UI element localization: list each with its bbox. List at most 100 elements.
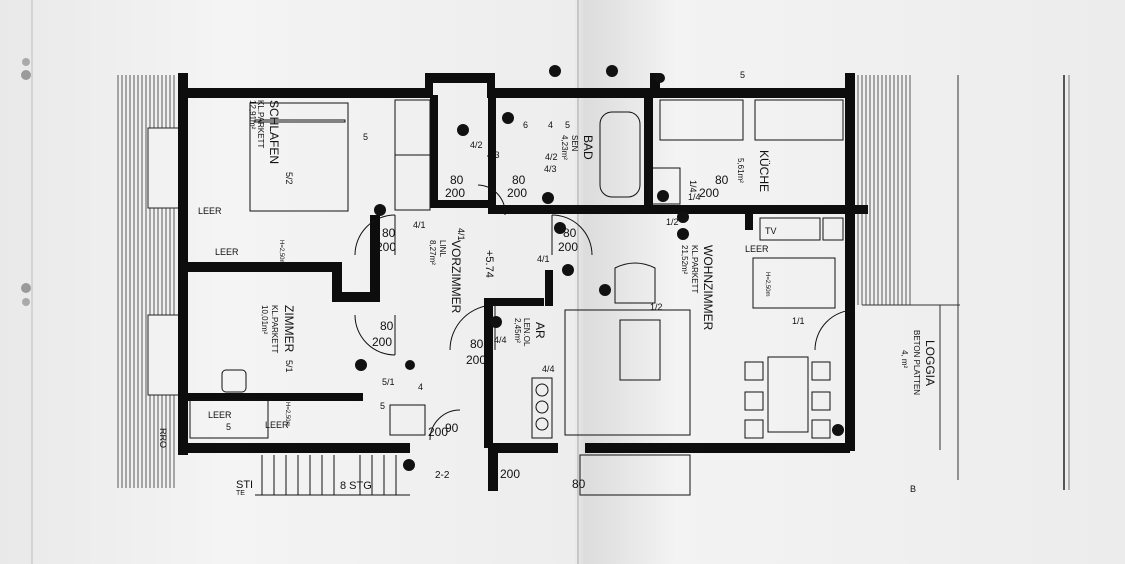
stairs-lower <box>579 454 691 496</box>
right-roof-hatch <box>857 75 911 305</box>
binder-hole <box>21 70 31 80</box>
misc-labels: +5.74 8 STG STI TE 2-2 B RRO LEER LEER L… <box>158 206 916 497</box>
room-floor-loggia: BETON PLATTEN <box>912 330 921 395</box>
room-area-schlafen: 12,91m² <box>248 100 257 130</box>
room-floor-schlafen: KL.PARKETT <box>256 100 265 148</box>
room-name-schlafen: SCHLAFEN <box>267 100 281 164</box>
code-label: 1/1 <box>792 316 805 326</box>
double-bed <box>249 102 349 212</box>
code-label: 4 <box>548 120 553 130</box>
door-width: 80 <box>380 319 394 333</box>
code-label: 5 <box>363 132 368 142</box>
door-code-kueche: 1/4 <box>688 180 698 193</box>
coffee-table <box>619 319 661 381</box>
tv-unit <box>759 217 821 241</box>
code-label: 4/2 <box>545 152 558 162</box>
binder-hole <box>22 298 30 306</box>
dining-table <box>767 356 809 433</box>
door-height: 200 <box>507 186 527 200</box>
ceiling-height-label: H=2,50m <box>278 240 284 265</box>
door-width: 90 <box>445 421 459 435</box>
room-floor-vorzimmer: LINL <box>438 240 447 257</box>
binder-hole <box>22 58 30 66</box>
armchair <box>614 262 656 304</box>
code-label: 4 <box>418 382 423 392</box>
boiler <box>531 377 553 439</box>
stairs-head-label: STI <box>236 479 253 491</box>
room-area-loggia: 4, m² <box>900 350 909 369</box>
ceiling-height-label: H=2,50m <box>284 402 290 427</box>
sink-unit <box>389 404 426 436</box>
code-label: 1/4 <box>688 192 701 202</box>
room-area-kueche: 5,61m² <box>736 158 745 183</box>
door-height: 200 <box>466 353 486 367</box>
door-width: 80 <box>450 173 464 187</box>
interior-walls <box>188 95 868 448</box>
room-name-kueche: KÜCHE <box>757 150 771 192</box>
room-area-wohnzimmer: 21,52m² <box>680 245 689 275</box>
door-height: 200 <box>376 240 396 254</box>
leer-label: LEER <box>215 247 239 257</box>
door-width: 80 <box>563 226 577 240</box>
code-label: 5 <box>565 120 570 130</box>
outlet-markers <box>355 65 844 471</box>
code-label: 5 <box>226 422 231 432</box>
code-label: 4/4 <box>494 335 507 345</box>
code-label: 1/2 <box>666 217 679 227</box>
code-label: 4/3 <box>544 164 557 174</box>
door-height: 200 <box>558 240 578 254</box>
room-name-zimmer: ZIMMER <box>282 305 296 353</box>
room-labels: SCHLAFEN KL.PARKETT 12,91m² 5/2 ZIMMER K… <box>248 100 937 395</box>
door-width: 80 <box>512 173 526 187</box>
bathtub <box>599 111 641 198</box>
binder-hole <box>21 283 31 293</box>
code-label: 5 <box>380 401 385 411</box>
room-name-ar: AR <box>533 322 547 339</box>
chair <box>221 369 247 393</box>
kitchen-cabinet <box>754 99 844 141</box>
door-swings <box>354 184 856 441</box>
rro-label: RRO <box>158 428 168 448</box>
symbol-codes: 4/2 4/3 4/2 4/3 4/1 4/1 4/4 4/4 1/2 1/2 … <box>226 70 805 432</box>
exterior-walls <box>178 73 855 491</box>
room-area-ar: 2,45m² <box>513 318 522 343</box>
ceiling-height-label: H=2,50m <box>764 272 770 297</box>
code-label: 4/1 <box>413 220 426 230</box>
code-label: 4/1 <box>537 254 550 264</box>
code-label: 4/4 <box>542 364 555 374</box>
leer-label: LEER <box>208 410 232 420</box>
sideboard <box>752 257 836 309</box>
leer-label: LEER <box>265 420 289 430</box>
room-name-vorzimmer: VORZIMMER <box>449 240 463 314</box>
code-label: 6 <box>523 120 528 130</box>
room-area-zimmer: 10,01m² <box>260 305 269 335</box>
leer-label: LEER <box>198 206 222 216</box>
leer-label: LEER <box>745 244 769 254</box>
door-width: 80 <box>572 477 586 491</box>
room-area-vorzimmer: 8,27m² <box>428 240 437 265</box>
room-floor-ar: LEN.OL <box>522 318 531 347</box>
level-label: +5.74 <box>483 250 495 278</box>
stair-treads <box>255 455 410 496</box>
door-height: 200 <box>428 425 448 439</box>
door-height: 200 <box>500 467 520 481</box>
room-floor-zimmer: KL.PARKETT <box>270 305 279 353</box>
door-width: 80 <box>382 226 396 240</box>
sofa-area <box>564 309 691 436</box>
door-code-schlafen: 5/2 <box>284 172 294 185</box>
stove <box>649 167 681 205</box>
door-height: 200 <box>445 186 465 200</box>
section-label: 2-2 <box>435 470 450 481</box>
code-label: 5/1 <box>382 377 395 387</box>
code-label: 5 <box>740 70 745 80</box>
room-area-bad: 4,23m² <box>560 135 569 160</box>
code-label: 4/3 <box>487 150 500 160</box>
room-floor-bad: SEN <box>570 135 579 152</box>
tv-label: TV <box>765 226 777 236</box>
left-roof-hatch <box>117 75 175 488</box>
room-name-bad: BAD <box>581 135 595 160</box>
stairs-label: 8 STG <box>340 480 372 492</box>
b-mark-label: B <box>910 484 916 494</box>
furniture <box>189 99 844 496</box>
